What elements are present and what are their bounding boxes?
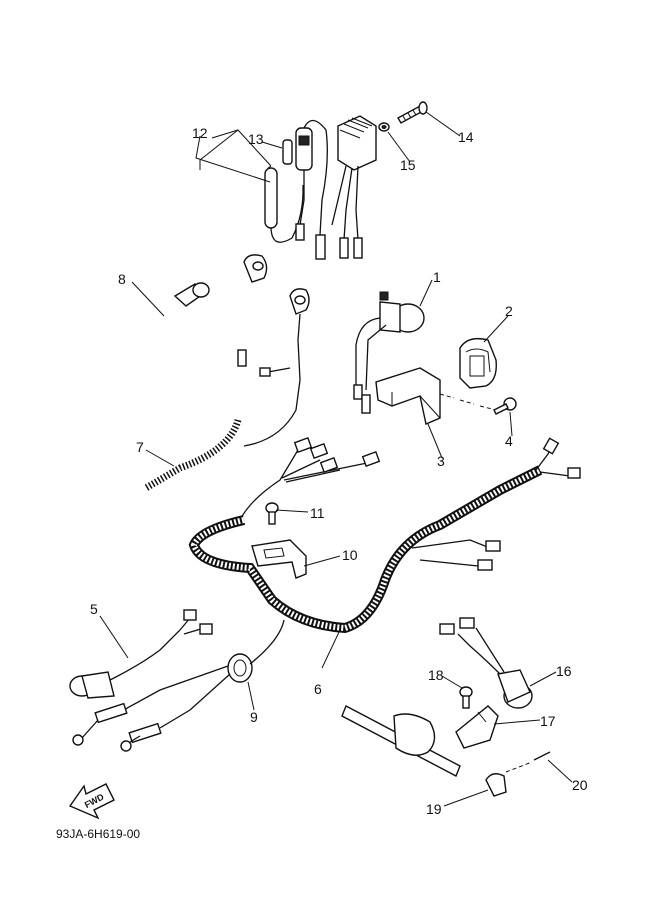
callout-8: 8 [118,271,126,287]
part-1-relay [353,291,425,414]
part-4-screw [493,397,517,415]
callout-15: 15 [400,157,416,173]
callout-10: 10 [342,547,358,563]
part-14-bolt [397,101,428,124]
callout-9: 9 [250,709,258,725]
callout-1: 1 [433,269,441,285]
part-8-battery-cables [146,254,310,381]
part-10-clamp [251,539,307,579]
part-6-harness-lower [188,437,581,634]
shift-rod [341,705,461,777]
fwd-arrow: FWD [68,783,115,820]
part-17-bracket [455,705,499,749]
part-11-bolt [265,502,279,525]
callout-4: 4 [505,433,513,449]
callout-2: 2 [505,303,513,319]
callout-13: 13 [248,131,264,147]
diagram-code: 93JA-6H619-00 [56,827,140,841]
part-7-main-harness [104,349,301,641]
callout-18: 18 [428,667,444,683]
callout-3: 3 [437,453,445,469]
part-15-washer [378,122,390,132]
part-5-switch-lead [69,609,213,699]
part-20-pin [505,751,551,773]
leader-lines [99,111,573,807]
part-3-bracket [375,367,441,425]
callout-14: 14 [458,129,474,145]
part-16-neutral-switch [439,617,533,709]
callout-5: 5 [90,601,98,617]
callout-19: 19 [426,801,442,817]
part-12-rectifier-wiring [264,115,377,260]
callout-labels: 12 13 14 15 1 2 8 4 3 7 11 10 5 6 9 16 1… [90,125,588,817]
callout-12: 12 [192,125,208,141]
callout-20: 20 [572,777,588,793]
callout-17: 17 [540,713,556,729]
harness-connectors-upper [239,437,381,521]
part-9-grommet [72,619,285,752]
callout-16: 16 [556,663,572,679]
callout-7: 7 [136,439,144,455]
callout-11: 11 [310,505,325,521]
part-19-clip [485,773,507,797]
callout-6: 6 [314,681,322,697]
part-2-relay-cover [459,337,497,389]
part-18-bolt [459,686,473,709]
